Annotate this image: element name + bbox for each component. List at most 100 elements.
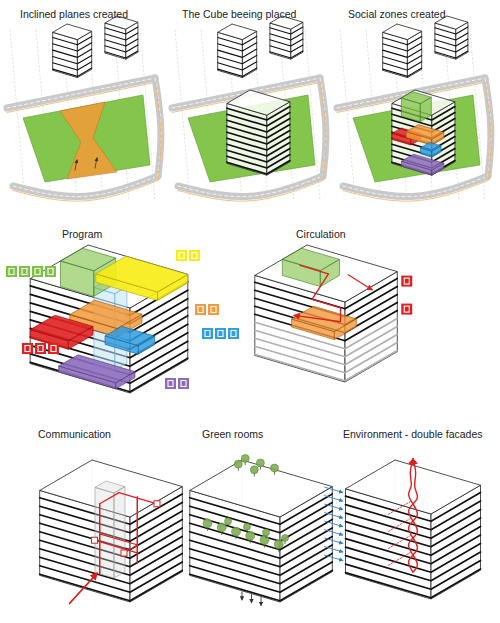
floor-slab <box>346 493 481 522</box>
roof <box>53 24 92 40</box>
room-air <box>388 502 410 515</box>
program-icon <box>178 378 189 389</box>
exhaust-flow <box>409 459 418 572</box>
panel-title: Circulation <box>296 228 346 241</box>
communication-line <box>95 540 138 553</box>
road <box>13 176 158 197</box>
icon-glyph <box>192 253 197 259</box>
floor-slab <box>227 143 290 156</box>
lawn <box>353 95 480 182</box>
grid-line <box>340 30 355 200</box>
floor-slab <box>383 49 422 57</box>
room-node <box>121 550 127 556</box>
tree-crown <box>232 527 241 536</box>
program-icon <box>19 266 30 277</box>
airflow-in <box>325 521 343 526</box>
floor-slab <box>53 62 92 70</box>
icon-glyph <box>205 331 210 337</box>
icon-glyph <box>181 381 186 387</box>
program-icon <box>208 304 219 315</box>
program-icon <box>176 250 187 261</box>
airflow-in <box>325 555 343 560</box>
icon-glyph <box>25 346 30 352</box>
room-air <box>388 536 410 549</box>
floor-slab <box>270 45 303 52</box>
tree-crown <box>274 540 283 549</box>
icon-glyph <box>211 307 216 313</box>
floor-slab <box>105 45 138 52</box>
airflow-in <box>325 487 343 492</box>
environment-panel <box>325 459 481 599</box>
icon-glyph <box>22 269 27 275</box>
panel-title: Communication <box>38 428 111 441</box>
program-icon <box>215 328 226 339</box>
communication-line <box>100 493 157 504</box>
road <box>178 176 323 197</box>
road-marking <box>13 176 158 197</box>
program-block <box>282 248 339 270</box>
site-panel <box>7 16 161 201</box>
airflow-in <box>325 538 343 543</box>
floor-slab <box>270 27 303 34</box>
road-marking <box>178 176 323 197</box>
floor-slab <box>227 125 290 138</box>
floor-slab <box>435 39 468 46</box>
floor-slab <box>53 43 92 51</box>
road-edge <box>13 181 158 202</box>
floor-slab <box>270 39 303 46</box>
panel-title: Social zones created <box>348 8 445 21</box>
floor-slab <box>383 55 422 63</box>
lawn <box>23 95 150 182</box>
floor-slab <box>383 36 422 44</box>
program-icon <box>32 266 43 277</box>
road-edge <box>155 83 161 181</box>
roof <box>190 460 332 517</box>
program-icon <box>48 343 59 354</box>
icon-glyph <box>9 269 14 275</box>
tree-crown <box>256 459 264 467</box>
floor-slab <box>435 27 468 34</box>
air-arrow <box>261 597 262 605</box>
circulation-route <box>348 275 372 290</box>
program-block <box>59 355 135 383</box>
road-edge <box>178 181 323 202</box>
roof <box>383 24 422 40</box>
floor-slab <box>270 51 303 58</box>
program-block <box>420 142 441 151</box>
program-icon <box>45 266 56 277</box>
icon-glyph <box>38 346 43 352</box>
floor-slab <box>227 113 290 126</box>
tree-crown <box>241 454 249 462</box>
tree-crown <box>282 535 289 542</box>
icon-glyph <box>404 306 409 312</box>
program-block <box>96 256 188 292</box>
program-icon <box>189 250 200 261</box>
icon-glyph <box>198 307 203 313</box>
program-icon <box>202 328 213 339</box>
program-icon <box>401 304 412 315</box>
road-edge <box>343 181 488 202</box>
circulation-route <box>294 265 340 321</box>
roof <box>346 460 481 514</box>
program-icon <box>228 328 239 339</box>
room-air <box>388 553 410 566</box>
floor-slab <box>53 55 92 63</box>
program-icon <box>165 378 176 389</box>
program-icon <box>6 266 17 277</box>
floor-slab <box>105 39 138 46</box>
airflow-in <box>325 504 343 509</box>
panel-title: Program <box>62 228 102 241</box>
program-block <box>105 326 155 345</box>
floor-slab <box>218 43 257 51</box>
room-node <box>154 501 160 507</box>
program-icon <box>22 343 33 354</box>
tree-crown <box>244 523 251 530</box>
grid-line <box>10 30 25 200</box>
panel-title: The Cube beeing placed <box>182 8 296 21</box>
exhaust-flow <box>409 459 418 572</box>
air-arrow <box>242 592 243 600</box>
tree-crown <box>271 464 279 472</box>
air-arrow <box>251 595 252 603</box>
